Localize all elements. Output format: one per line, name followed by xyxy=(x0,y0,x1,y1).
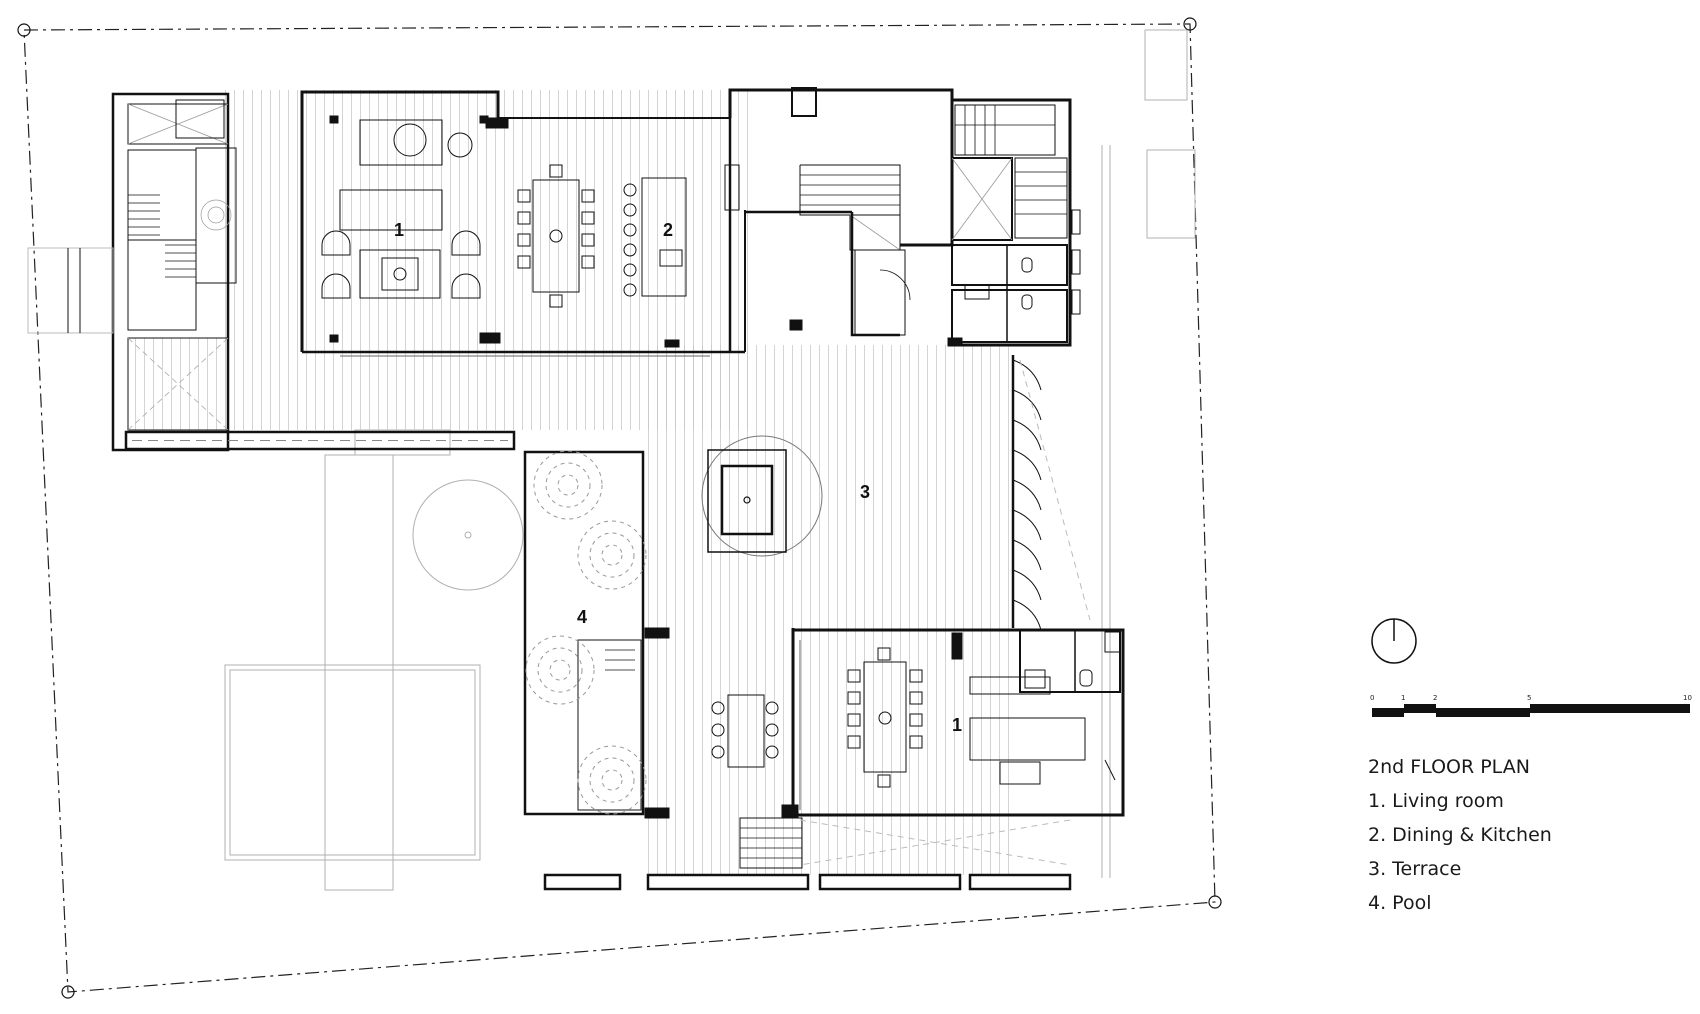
scale-tick-0: 0 xyxy=(1370,694,1374,702)
plan-title: 2nd FLOOR PLAN xyxy=(1368,756,1530,778)
east-screen-fins xyxy=(1011,355,1091,631)
scale-bar: 0 1 2 5 10 xyxy=(1370,694,1692,717)
legend-item: 2. Dining & Kitchen xyxy=(1368,824,1552,846)
deck-surfaces xyxy=(128,90,1015,875)
planter-strip xyxy=(124,430,516,451)
legend-item: 4. Pool xyxy=(1368,892,1432,914)
scale-tick-2: 2 xyxy=(1433,694,1437,702)
north-living-dining-block xyxy=(300,90,745,357)
legend-item: 1. Living room xyxy=(1368,790,1504,812)
south-living-block xyxy=(644,627,1125,869)
scale-tick-10: 10 xyxy=(1683,694,1692,702)
central-service-core xyxy=(728,87,954,352)
scale-tick-5: 5 xyxy=(1527,694,1531,702)
room-label-living-north: 1 xyxy=(394,220,404,240)
legend-item: 3. Terrace xyxy=(1368,858,1462,880)
site-boundary xyxy=(17,17,1222,999)
scale-tick-1: 1 xyxy=(1401,694,1405,702)
room-label-dining-kitchen: 2 xyxy=(663,220,673,240)
room-label-pool: 4 xyxy=(577,607,587,627)
lower-floor-outlines xyxy=(224,29,1196,891)
room-label-living-south: 1 xyxy=(952,715,962,735)
room-label-terrace: 3 xyxy=(860,482,870,502)
south-planter-band xyxy=(543,873,1072,891)
plan-legend: 2nd FLOOR PLAN 1. Living room 2. Dining … xyxy=(1368,750,1552,920)
west-stair-core xyxy=(27,92,237,452)
terrace-sunshade xyxy=(701,435,823,557)
east-stair-and-baths xyxy=(947,98,1081,347)
pool xyxy=(523,450,647,816)
north-arrow-icon xyxy=(1371,618,1417,664)
